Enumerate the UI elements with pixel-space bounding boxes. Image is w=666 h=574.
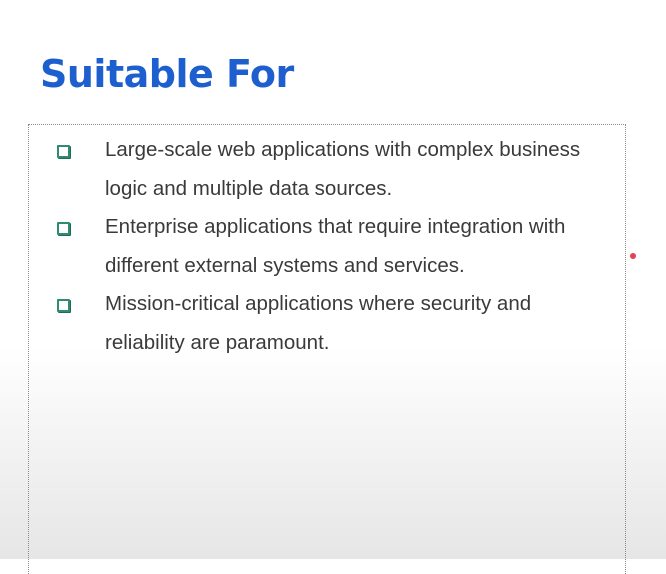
bullet-text: Enterprise applications that require int… bbox=[105, 215, 566, 277]
bullet-text: Large-scale web applications with comple… bbox=[105, 138, 581, 200]
checkbox-bullet-icon bbox=[57, 299, 70, 312]
laser-pointer-dot bbox=[630, 253, 636, 259]
content-box: Large-scale web applications with comple… bbox=[28, 124, 626, 574]
checkbox-bullet-icon bbox=[57, 145, 70, 158]
list-item: Large-scale web applications with comple… bbox=[29, 131, 625, 208]
bullet-list: Large-scale web applications with comple… bbox=[29, 131, 625, 362]
checkbox-bullet-icon bbox=[57, 222, 70, 235]
bullet-text: Mission-critical applications where secu… bbox=[105, 292, 532, 354]
slide-title: Suitable For bbox=[40, 52, 294, 96]
list-item: Mission-critical applications where secu… bbox=[29, 285, 625, 362]
list-item: Enterprise applications that require int… bbox=[29, 208, 625, 285]
